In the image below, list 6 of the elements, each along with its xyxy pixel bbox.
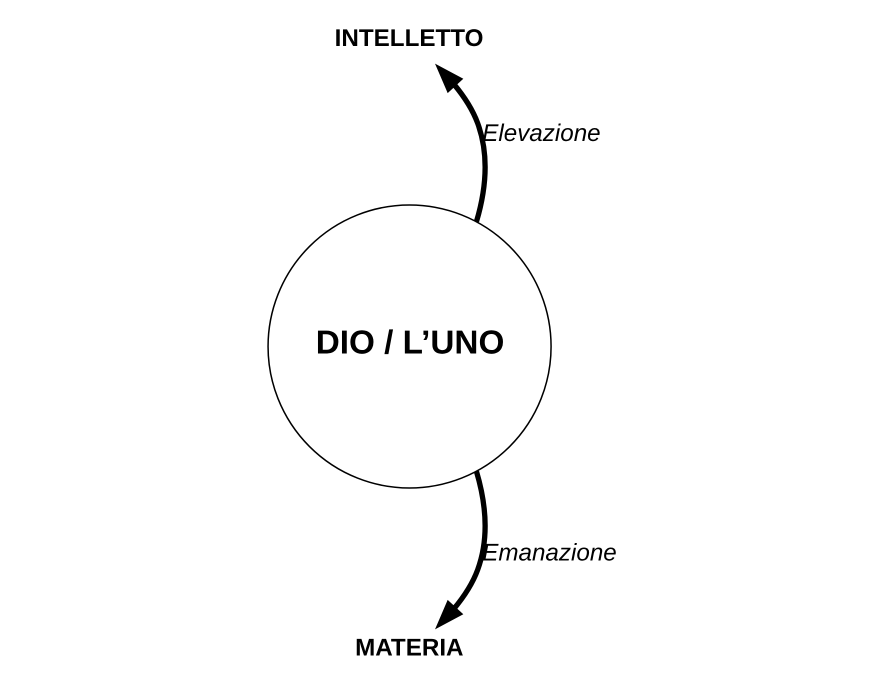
arrow (435, 470, 488, 630)
node-text: MATERIA (355, 634, 464, 662)
node-circle: DIO / L’UNO (267, 204, 552, 489)
edge-label: Elevazione (482, 120, 601, 148)
arrow (435, 64, 488, 222)
node-text: INTELLETTO (334, 24, 484, 52)
